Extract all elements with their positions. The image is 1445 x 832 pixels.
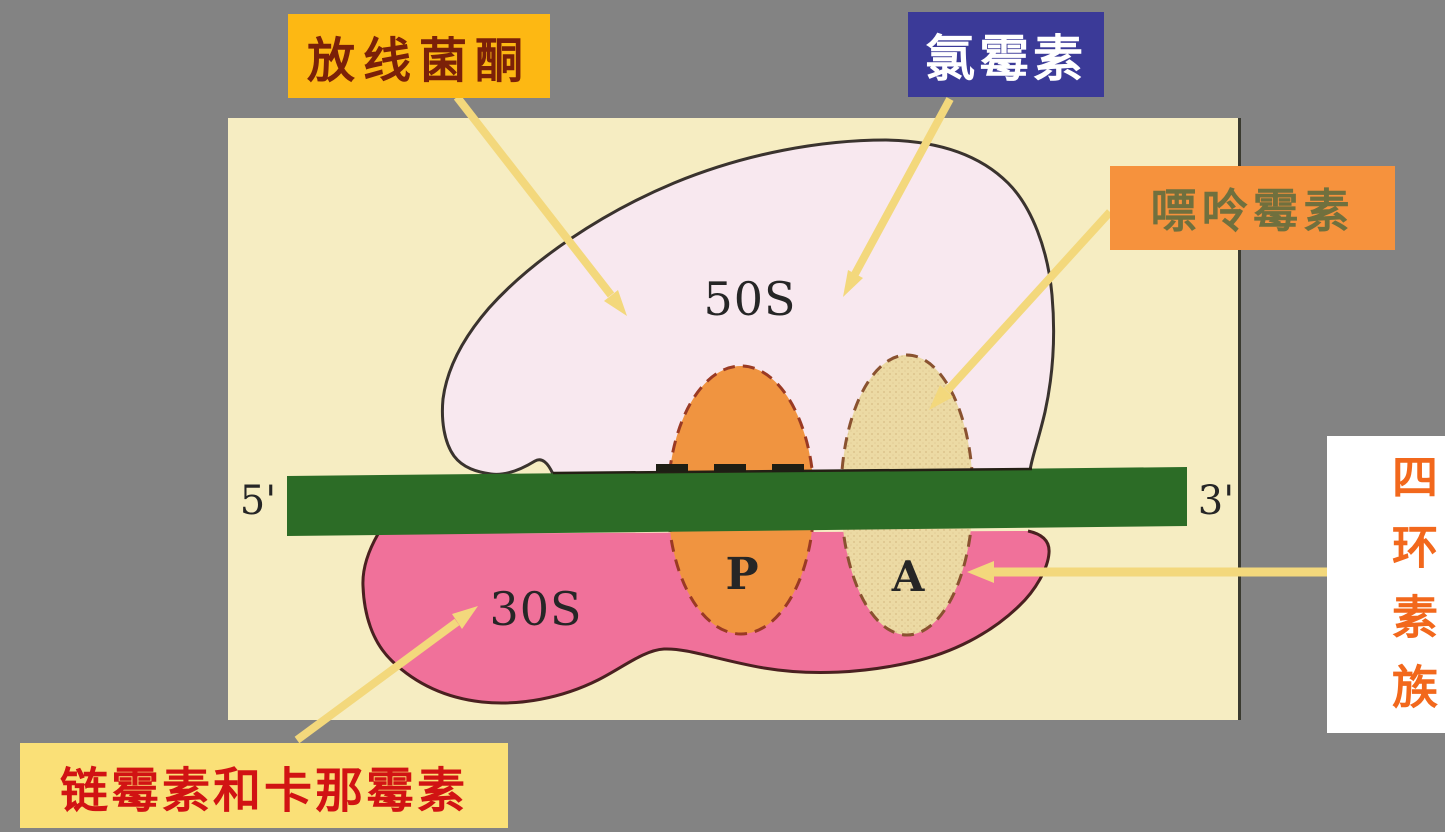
large-subunit-label: 50S xyxy=(703,272,797,326)
cycloheximide-callout: 放线菌酮 xyxy=(288,14,550,98)
codon-dash xyxy=(772,464,804,472)
chloramphenicol-arrow xyxy=(843,97,954,297)
puromycin-arrow xyxy=(929,209,1113,410)
small-subunit-30s-outline xyxy=(361,529,1051,705)
mrna-bar xyxy=(287,467,1187,536)
a-site-label: A xyxy=(891,552,925,601)
mrna-three-prime-label: 3' xyxy=(1197,478,1235,524)
codon-dash xyxy=(714,464,746,472)
large-subunit-50s-outline xyxy=(440,138,1056,476)
small-subunit-label: 30S xyxy=(489,582,583,636)
tetracycline-arrow xyxy=(967,561,1327,583)
mrna-five-prime-label: 5' xyxy=(239,478,277,524)
streptomycin-kanamycin-arrow xyxy=(294,606,478,744)
panel-right-border xyxy=(1238,118,1241,720)
cycloheximide-arrow xyxy=(453,94,627,316)
p-site-label: P xyxy=(725,549,759,600)
puromycin-callout: 嘌呤霉素 xyxy=(1110,166,1395,250)
codon-dash xyxy=(656,464,688,472)
streptomycin-kanamycin-callout: 链霉素和卡那霉素 xyxy=(20,743,508,828)
tetracycline-family-callout: 四环素族 xyxy=(1327,436,1445,733)
chloramphenicol-callout: 氯霉素 xyxy=(908,12,1104,97)
